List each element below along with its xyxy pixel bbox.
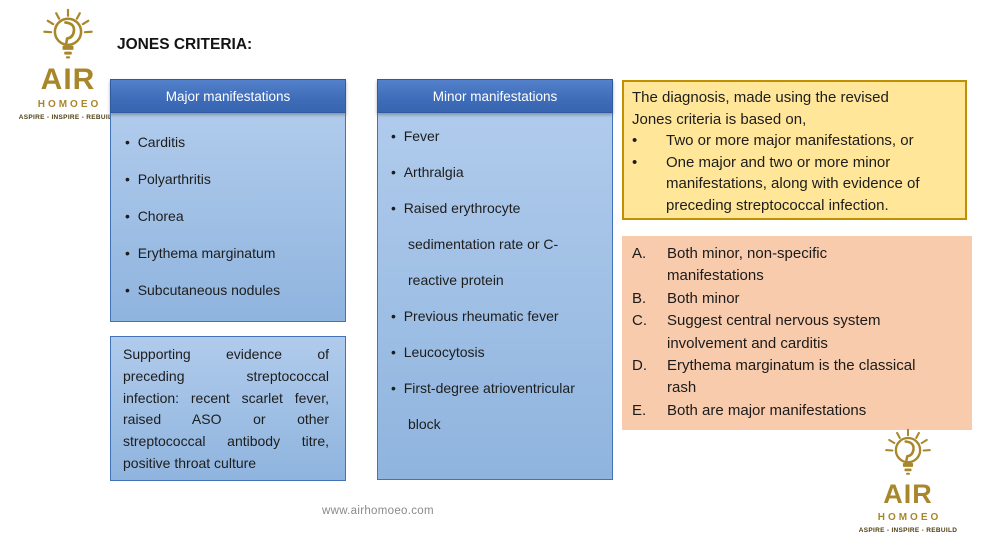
bullet-icon — [632, 152, 666, 217]
lightbulb-icon — [885, 428, 931, 475]
list-item: Polyarthritis — [125, 161, 337, 198]
option-item: D. Erythema marginatum is the classical … — [632, 355, 924, 400]
list-item: First-degree atrioventricular block — [391, 370, 578, 442]
option-letter: A. — [632, 245, 647, 262]
diagnosis-criteria-box: The diagnosis, made using the revised Jo… — [622, 80, 967, 220]
list-item: Previous rheumatic fever — [391, 298, 578, 334]
list-item: Leucocytosis — [391, 334, 578, 370]
air-homoeo-logo-top: AIR HOMOEO ASPIRE - INSPIRE - REBUILD — [16, 8, 120, 121]
option-letter: B. — [632, 289, 647, 307]
diagnosis-bullet-list: Two or more major manifestations, or One… — [632, 130, 941, 216]
minor-manifestations-panel: Fever Arthralgia Raised erythrocyte sedi… — [377, 112, 613, 480]
diagnosis-intro-text: The diagnosis, made using the revised Jo… — [632, 89, 889, 128]
logo-tagline: ASPIRE - INSPIRE - REBUILD — [858, 527, 958, 534]
list-item: Arthralgia — [391, 154, 578, 190]
air-homoeo-logo-bottom: AIR HOMOEO ASPIRE - INSPIRE - REBUILD — [850, 428, 966, 534]
option-letter: E. — [632, 401, 647, 419]
minor-manifestations-header: Minor manifestations — [377, 79, 613, 113]
logo-subbrand-text: HOMOEO — [877, 512, 942, 523]
list-item: Two or more major manifestations, or — [632, 130, 941, 152]
logo-tagline: ASPIRE - INSPIRE - REBUILD — [18, 114, 118, 121]
logo-brand-text: AIR — [883, 479, 933, 509]
minor-manifestations-list: Fever Arthralgia Raised erythrocyte sedi… — [378, 113, 612, 442]
option-item: E. Both are major manifestations — [632, 400, 924, 422]
logo-subbrand-text: HOMOEO — [37, 99, 102, 110]
website-url: www.airhomoeo.com — [322, 505, 434, 517]
logo-brand-text: AIR — [40, 63, 96, 96]
option-letter: D. — [632, 357, 647, 375]
option-item: A. Both minor, non-specific manifestatio… — [632, 243, 924, 288]
list-item: Subcutaneous nodules — [125, 272, 337, 309]
option-item: C. Suggest central nervous system involv… — [632, 310, 924, 355]
lightbulb-icon — [43, 8, 93, 59]
list-item: One major and two or more minor manifest… — [632, 152, 941, 217]
list-item: Carditis — [125, 124, 337, 161]
major-manifestations-list: Carditis Polyarthritis Chorea Erythema m… — [111, 113, 345, 309]
option-item: B. Both minor — [632, 288, 924, 310]
supporting-evidence-box: Supporting evidence of preceding strepto… — [110, 336, 346, 481]
list-item: Raised erythrocyte sedimentation rate or… — [391, 190, 578, 298]
page-title: JONES CRITERIA: — [117, 36, 253, 53]
bullet-icon — [632, 130, 666, 152]
major-manifestations-panel: Carditis Polyarthritis Chorea Erythema m… — [110, 112, 346, 322]
list-item: Chorea — [125, 198, 337, 235]
answer-options-list: A. Both minor, non-specific manifestatio… — [632, 243, 924, 422]
list-item: Fever — [391, 118, 578, 154]
major-manifestations-header: Major manifestations — [110, 79, 346, 113]
option-letter: C. — [632, 312, 647, 330]
answer-options-box: A. Both minor, non-specific manifestatio… — [622, 236, 972, 430]
list-item: Erythema marginatum — [125, 235, 337, 272]
